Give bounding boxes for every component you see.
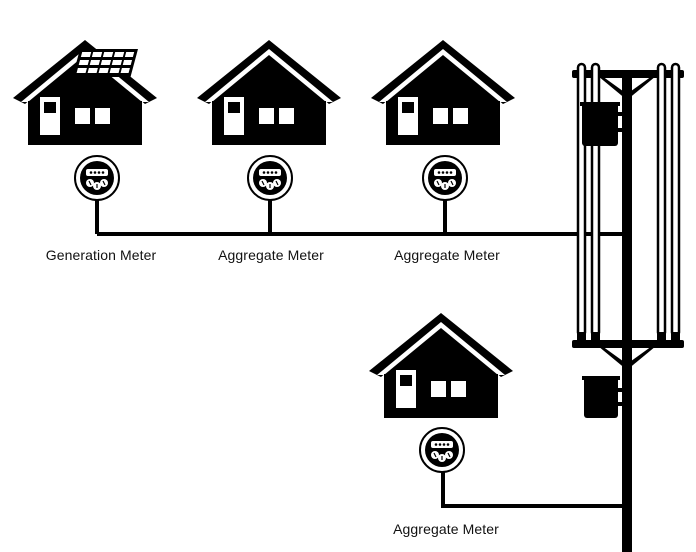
electric-meter-icon [74,155,120,201]
aggregate-meter-label: Aggregate Meter [218,247,324,263]
distribution-wire [95,198,627,236]
aggregate-meter-label: Aggregate Meter [394,247,500,263]
service-wire [441,470,627,508]
house-icon [13,40,157,145]
aggregate-meter-label: Aggregate Meter [393,521,499,537]
house-icon [197,40,341,145]
solar-panel-icon [72,49,138,77]
house-icon [371,40,515,145]
house-icon [369,313,513,418]
electric-meter-icon [422,155,468,201]
utility-pole-icon [572,62,684,552]
transformer-icon [580,102,623,146]
generation-meter-label: Generation Meter [45,247,157,263]
electric-meter-icon [247,155,293,201]
electric-meter-icon [419,427,465,473]
transformer-icon [582,376,623,418]
